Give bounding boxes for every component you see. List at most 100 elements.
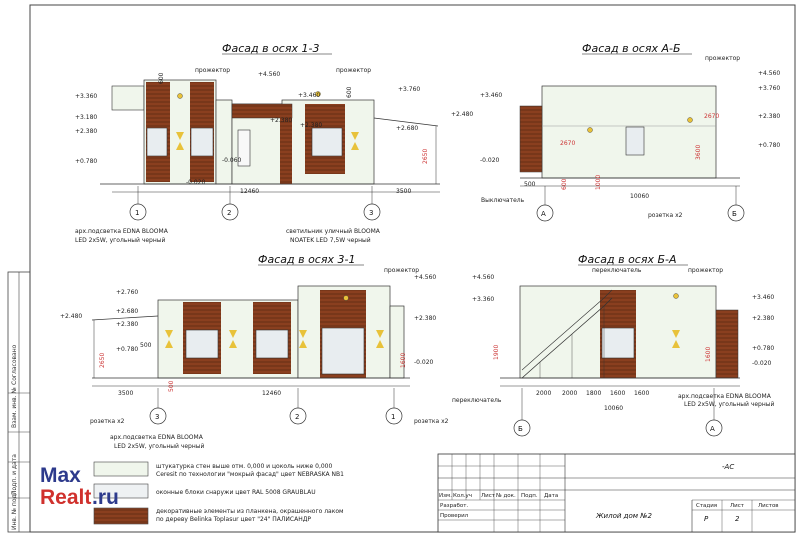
f13-level-11: -0.060 (222, 157, 242, 164)
fba-level-3: +2.380 (752, 315, 774, 322)
f13-level-3: +0.780 (75, 158, 97, 165)
f31-level-3: +0.780 (116, 346, 138, 353)
f31-axis-2: 2 (295, 413, 299, 421)
f31-level-5: +4.560 (414, 274, 436, 281)
fab-level-5: -0.020 (480, 157, 500, 164)
f13-level-1: +3.180 (75, 114, 97, 121)
fab-dim-0: 2670 (560, 140, 575, 147)
fab-level-4: +0.780 (758, 142, 780, 149)
stamp-head-date: Дата (544, 493, 558, 499)
fba-projector: прожектор (688, 267, 723, 274)
fba-dim-5: 10060 (604, 405, 623, 412)
fba-dim-1: 2000 (562, 390, 577, 397)
legend-swatch-plaster (93, 461, 149, 477)
f13-street-note-1: светильник уличный BLOOMA (286, 228, 381, 235)
fba-level-0: +4.560 (472, 274, 494, 281)
f31-level-7: -0.020 (414, 359, 434, 366)
fba-level-1: +3.360 (472, 296, 494, 303)
f13-lamp-note-1: арх.подсветка EDNA BLOOMA (75, 228, 169, 235)
title-block: -АС Изм. Кол.уч Лист № док. Подп. Дата Р… (437, 453, 796, 533)
watermark-realt: Realt (40, 486, 91, 509)
side-inv-original: Инв. № подл. (11, 489, 18, 530)
side-replace-inv: Взам. инв. № (11, 387, 18, 428)
fab-dim-4: 10060 (630, 193, 649, 200)
facade-a-b: Фасад в осях А-Б +3.460 +4.560 +3.760 +2… (480, 42, 780, 222)
f31-axis-3: 3 (155, 413, 159, 421)
f31-level-0: +2.760 (116, 289, 138, 296)
f31-dim-2: 500 (140, 342, 152, 349)
fba-dim-2: 1800 (586, 390, 601, 397)
f13-projector-2: прожектор (336, 67, 371, 74)
fab-dim-5: 1000 (595, 175, 602, 190)
legend-swatch-wood (93, 507, 149, 525)
f31-projector: прожектор (384, 267, 419, 274)
fab-axis-a: А (541, 210, 546, 218)
f31-axis-1: 1 (391, 413, 395, 421)
f31-level-4: +2.480 (60, 313, 82, 320)
f13-level-4: +4.560 (258, 71, 280, 78)
f13-axis-2: 2 (227, 209, 231, 217)
stamp-head-sign: Подп. (521, 493, 538, 499)
f31-dim-4: 500 (168, 380, 175, 392)
f13-axis-1: 1 (135, 209, 139, 217)
fab-dim-3: 500 (524, 181, 536, 188)
f13-dim-0: 12460 (240, 188, 259, 195)
fab-socket: розетка х2 (648, 212, 683, 219)
fba-level-5: -0.020 (752, 360, 772, 367)
f13-dim-3: 600 (346, 86, 353, 98)
f31-level-6: +2.380 (414, 315, 436, 322)
stamp-head-izm: Изм. (439, 493, 452, 499)
f13-level-9: +2.680 (396, 125, 418, 132)
side-sign-date: Подп. и дата (11, 454, 18, 495)
watermark-logo: Max Realt .ru (40, 464, 119, 509)
f13-level-0: +3.360 (75, 93, 97, 100)
f13-projector-1: прожектор (195, 67, 230, 74)
f31-lamp-note-2: LED 2x5W, угольный черный (114, 443, 205, 450)
watermark-ru: .ru (92, 486, 119, 509)
fba-axis-b: Б (518, 425, 523, 433)
fba-lamp-note-2: LED 2x5W, угольный черный (684, 401, 775, 408)
fba-lamp-note-1: арх.подсветка EDNA BLOOMA (678, 393, 772, 400)
side-agreed: Согласовано (11, 344, 18, 385)
f13-level-5: +3.460 (298, 92, 320, 99)
stamp-head-list: Лист (481, 493, 496, 499)
watermark-max: Max (40, 464, 81, 487)
stamp-role-checker: Проверил (440, 513, 469, 519)
f13-level-6: +3.760 (398, 86, 420, 93)
f13-level-7: +2.380 (270, 117, 292, 124)
fba-level-4: +0.780 (752, 345, 774, 352)
f31-dim-3: 1600 (400, 353, 407, 368)
fab-dim-2: 600 (561, 178, 568, 190)
f31-dim-0: 3500 (118, 390, 133, 397)
fba-dim-0: 2000 (536, 390, 551, 397)
f13-dim-2: 600 (158, 72, 165, 84)
f31-dim-5: 2650 (99, 353, 106, 368)
facade-1-3: Фасад в осях 1-3 +3.360 +3.180 +2.380 +0… (75, 42, 473, 244)
f31-level-1: +2.680 (116, 308, 138, 315)
stamp-role-developer: Разработ. (440, 503, 468, 509)
legend-plaster-1: штукатурка стен выше отм. 0,000 и цоколь… (156, 463, 332, 470)
f31-level-2: +2.380 (116, 321, 138, 328)
fab-projector: прожектор (705, 55, 740, 62)
facade-3-1: Фасад в осях 3-1 +2.760 +2.680 +2.380 +0… (60, 253, 449, 450)
stamp-sheets-label: Листов (758, 503, 779, 509)
fab-level-3: +2.380 (758, 113, 780, 120)
f13-dim-1: 3500 (396, 188, 411, 195)
f31-socket-1: розетка х2 (90, 418, 125, 425)
legend-plaster-2: Ceresit по технологии "мокрый фасад" цве… (156, 471, 344, 478)
f13-level-10: +2.480 (451, 111, 473, 118)
f13-axis-3: 3 (369, 209, 373, 217)
legend-wood-2: по дереву Belinka Toplasur цвет "24" ПАЛ… (156, 516, 311, 523)
stamp-code: -АС (722, 463, 734, 471)
facade-b-a-title: Фасад в осях Б-А (578, 253, 677, 266)
f13-level-2: +2.380 (75, 128, 97, 135)
stamp-stage-label: Стадия (696, 503, 717, 509)
legend-wood-1: декоративные элементы из планкена, окраш… (156, 508, 344, 515)
f13-level-8: +2.380 (300, 122, 322, 129)
fab-dim-1: 2670 (704, 113, 719, 120)
fba-level-2: +3.460 (752, 294, 774, 301)
side-strip: Согласовано Взам. инв. № Подп. и дата Ин… (7, 271, 31, 533)
facade-1-3-title: Фасад в осях 1-3 (222, 42, 319, 55)
fab-level-2: +3.760 (758, 85, 780, 92)
